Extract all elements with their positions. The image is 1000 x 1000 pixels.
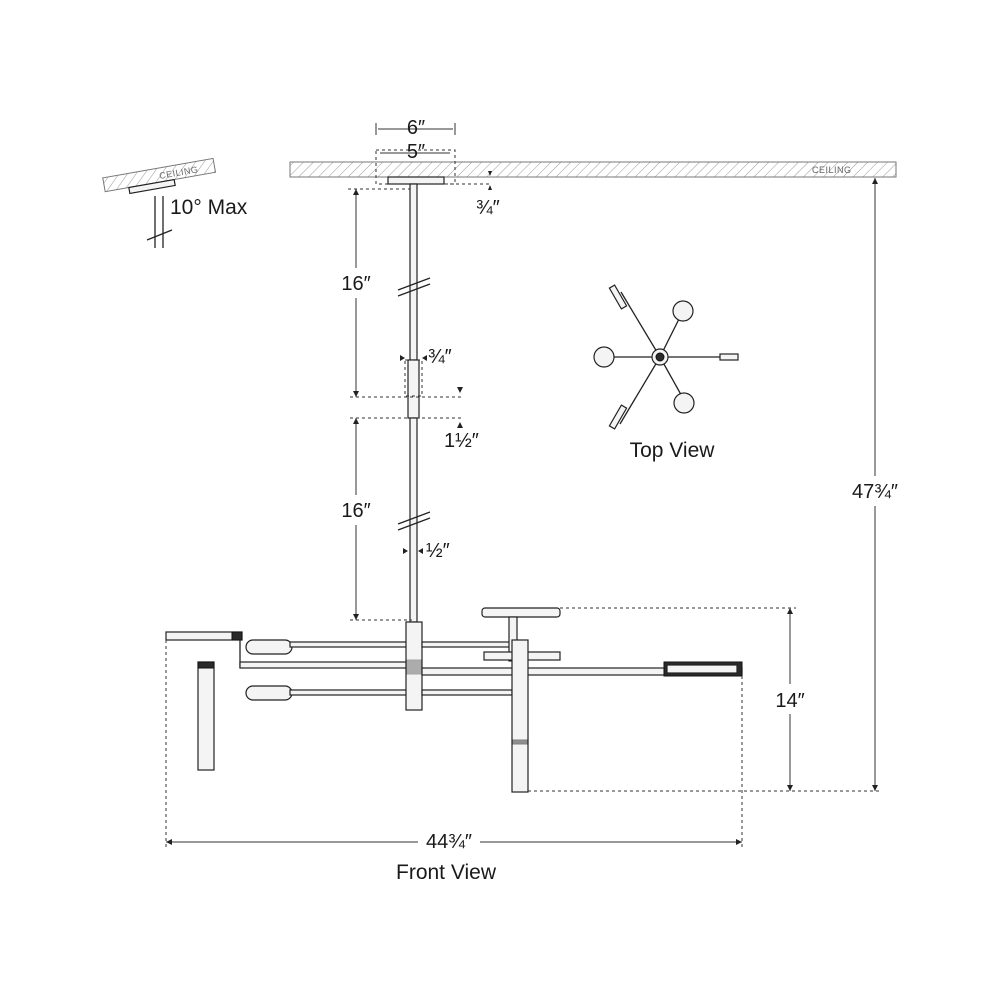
height-dimensions: 14″ 47¾″ [528, 178, 908, 792]
fixture-front [165, 607, 743, 793]
dim-canopy-inner: 5″ [407, 141, 425, 163]
arrow [353, 189, 359, 195]
label-bg [330, 268, 382, 298]
top-view-label: Top View [630, 439, 716, 462]
arrow [418, 548, 423, 554]
label-bg [330, 495, 382, 525]
top-arm-1 [620, 291, 661, 358]
ceiling-hatch [289, 161, 897, 178]
sloped-canopy [128, 178, 176, 195]
arrow [166, 839, 172, 845]
stem-coupler [407, 359, 420, 419]
ceiling-label: CEILING [812, 165, 852, 175]
top-view: Top View [593, 284, 739, 462]
arrow [736, 839, 742, 845]
left-cylinder-lower [245, 685, 293, 701]
canopy [387, 176, 445, 185]
dim-coupler-length: 1½″ [444, 430, 479, 452]
sloped-ceiling-inset: CEILING 10° Max [102, 157, 248, 248]
front-view-label: Front View [396, 861, 497, 884]
left-cross-bar [239, 661, 411, 669]
arrow [488, 185, 492, 190]
center-hub [405, 621, 423, 711]
arrow [787, 608, 793, 614]
label-bg [840, 476, 908, 506]
arrow [353, 418, 359, 424]
stem-break-lower [397, 511, 431, 525]
top-arm-5 [619, 356, 661, 425]
left-upper-arm [165, 631, 243, 641]
dim-stem-upper: 16″ [341, 273, 370, 295]
hub-arm-lower [289, 689, 411, 696]
arrow [872, 178, 878, 184]
slope-max-label: 10° Max [170, 196, 248, 219]
top-globe-3 [593, 346, 615, 368]
coupler-outline [404, 359, 423, 397]
canopy-group: 6″ 5″ ¾″ [375, 117, 500, 219]
arrow [400, 355, 405, 361]
top-arm-1-shade [608, 284, 628, 310]
arrow [353, 391, 359, 397]
stem-lower [409, 417, 418, 623]
ceiling: CEILING [289, 161, 897, 178]
stem-break-upper [397, 277, 431, 291]
arrow [787, 785, 793, 791]
stem-dimensions: 16″ 1½″ 16″ ¾″ ½″ [330, 188, 479, 621]
right-arm-shade-inner [666, 664, 738, 674]
arrow [422, 355, 427, 361]
left-drop-shade [197, 661, 215, 771]
arrow [872, 785, 878, 791]
left-drop-cap [197, 661, 215, 669]
right-drop-shade [511, 639, 529, 793]
dim-stem-diameter: ½″ [426, 540, 450, 562]
label-bg [770, 684, 816, 714]
left-cylinder-upper [245, 639, 293, 655]
disc-lamp [481, 607, 561, 618]
stem-group [397, 183, 431, 623]
stem-break-lower-2 [397, 517, 431, 531]
right-arm-lower [421, 689, 513, 696]
stem-break-upper-2 [397, 283, 431, 297]
label-bg [418, 828, 480, 854]
dim-overall-height: 47¾″ [852, 481, 898, 503]
left-upper-arm-tip [231, 631, 243, 641]
arrow [488, 171, 492, 176]
arrow [403, 548, 408, 554]
top-hub-center [655, 352, 665, 362]
dim-overall-width: 44¾″ [426, 831, 472, 853]
width-dimension: 44¾″ Front View [165, 640, 743, 884]
center-hub-band [405, 659, 423, 675]
dim-coupler-width: ¾″ [428, 346, 452, 368]
top-globe-1 [672, 300, 694, 322]
right-drop-shade-band [511, 739, 529, 745]
arrow [353, 614, 359, 620]
arrow [457, 422, 463, 428]
arrow [457, 387, 463, 393]
top-arm-3-shade [719, 353, 739, 361]
stem-upper [409, 183, 418, 361]
sloped-stem-break [146, 229, 173, 241]
top-arm-5-shade [608, 404, 628, 430]
hub-arm-upper [289, 641, 411, 648]
dim-canopy-outer: 6″ [407, 117, 425, 139]
dim-canopy-height: ¾″ [476, 197, 500, 219]
dim-stem-lower: 16″ [341, 500, 370, 522]
right-arm-upper [421, 641, 513, 648]
dim-fixture-height: 14″ [775, 690, 804, 712]
top-globe-2 [673, 392, 695, 414]
